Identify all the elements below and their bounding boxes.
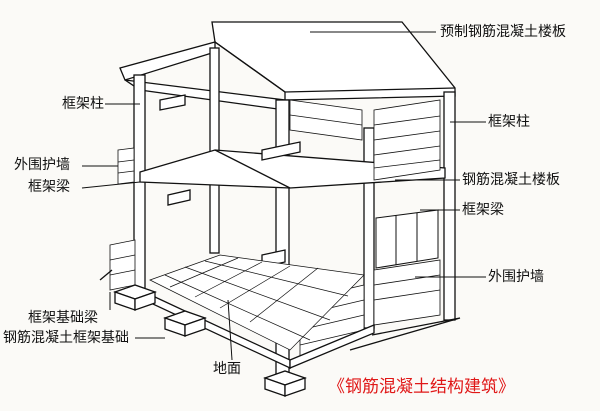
column-back: [363, 127, 375, 329]
label-frame-beam-left: 框架梁: [28, 179, 70, 195]
label-enclosure-wall-left: 外围护墙: [14, 157, 70, 173]
column-right: [443, 91, 456, 321]
label-frame-column-left: 框架柱: [62, 96, 104, 112]
top-front-beam: [119, 41, 216, 81]
foundation-footings: [113, 284, 307, 397]
leader-lines: [81, 31, 486, 361]
label-foundation-beam: 框架基础梁: [28, 310, 98, 326]
label-enclosure-wall-right: 外围护墙: [488, 269, 544, 285]
label-ground: 地面: [213, 361, 241, 377]
mid-beam-right: [261, 141, 301, 161]
brick-wall-upper: [289, 99, 441, 181]
mid-beam-left: [167, 189, 191, 206]
upper-beam: [159, 94, 186, 111]
brick-wall-lower: [109, 147, 441, 361]
caption: 《钢筋混凝土结构建筑》: [328, 377, 515, 397]
label-frame-beam-right: 框架梁: [462, 202, 504, 218]
foundation-beam-right: [289, 324, 375, 369]
label-precast-slab: 预制钢筋混凝土楼板: [440, 24, 566, 40]
top-side-beam: [124, 79, 286, 111]
label-rc-floor-slab: 钢筋混凝土楼板: [462, 172, 560, 188]
window: [375, 209, 439, 269]
label-rc-frame-foundation: 钢筋混凝土框架基础: [3, 330, 129, 346]
label-frame-column-right: 框架柱: [488, 114, 530, 130]
ground-floor: [149, 254, 365, 351]
